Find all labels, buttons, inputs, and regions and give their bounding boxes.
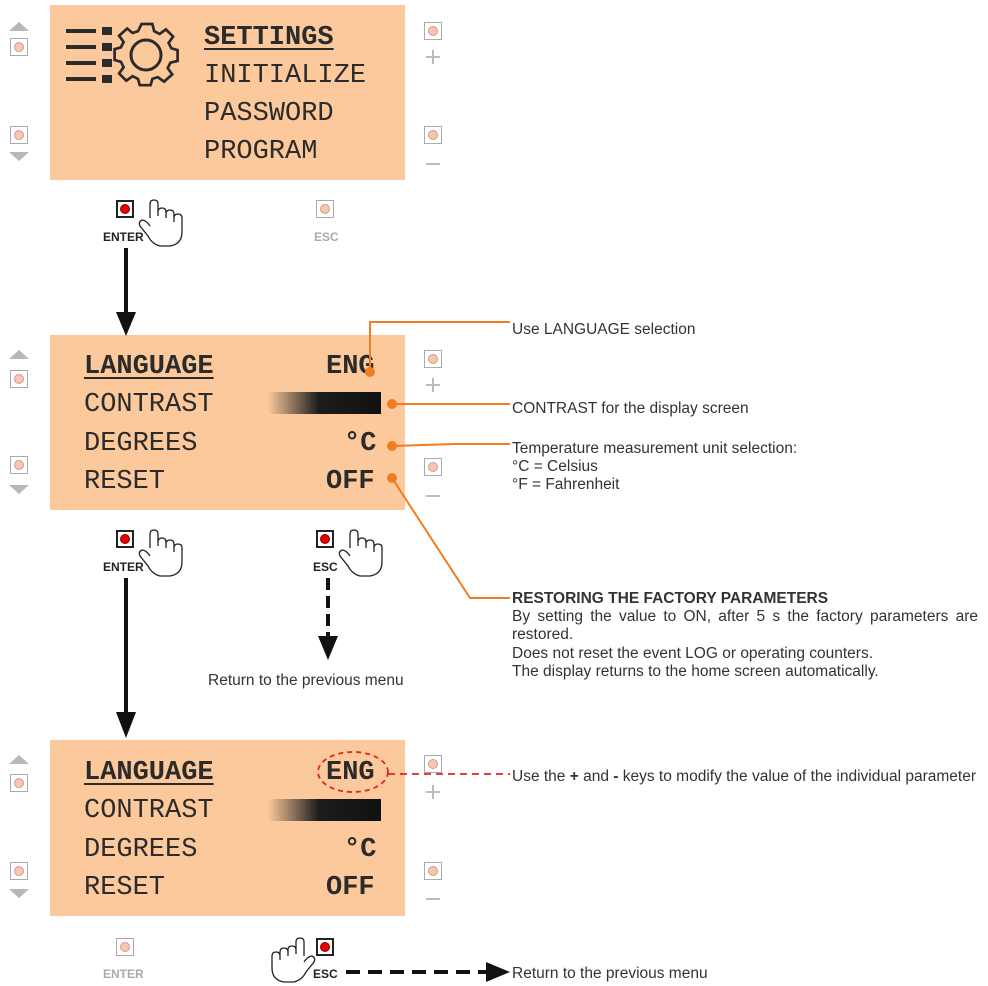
down-key[interactable] bbox=[10, 126, 28, 144]
note-modify-minus: - bbox=[613, 768, 619, 785]
esc-key-label: ESC bbox=[313, 560, 338, 574]
row-value-language: ENG bbox=[326, 758, 375, 788]
plus-key[interactable] bbox=[424, 755, 442, 773]
plus-icon bbox=[426, 785, 440, 799]
row-value-language: ENG bbox=[326, 352, 375, 382]
note-reset-body1: By setting the value to ON, after 5 s th… bbox=[512, 608, 978, 643]
minus-key[interactable] bbox=[424, 458, 442, 476]
hand-pointer-icon bbox=[138, 199, 183, 247]
enter-key-label: ENTER bbox=[103, 967, 144, 981]
minus-icon bbox=[426, 898, 440, 900]
minus-key[interactable] bbox=[424, 862, 442, 880]
callout-dot bbox=[387, 473, 397, 483]
hand-pointer-icon bbox=[271, 937, 316, 983]
enter-key-label: ENTER bbox=[103, 230, 144, 244]
callout-dot bbox=[365, 367, 375, 377]
note-return-previous: Return to the previous menu bbox=[208, 672, 404, 689]
plus-icon bbox=[426, 378, 440, 392]
flow-arrowhead bbox=[116, 712, 136, 738]
flow-arrowhead bbox=[318, 636, 338, 660]
enter-key[interactable] bbox=[116, 530, 134, 548]
note-contrast: CONTRAST for the display screen bbox=[512, 400, 749, 417]
contrast-bar bbox=[268, 799, 381, 821]
minus-key[interactable] bbox=[424, 126, 442, 144]
row-value-reset: OFF bbox=[326, 467, 375, 497]
menu-item-initialize[interactable]: INITIALIZE bbox=[204, 61, 367, 91]
row-label-degrees[interactable]: DEGREES bbox=[84, 429, 198, 459]
note-degrees-line2: °C = Celsius bbox=[512, 458, 598, 475]
up-key[interactable] bbox=[10, 370, 28, 388]
up-arrow-icon bbox=[9, 350, 29, 359]
lcd-screen-settings-edit: LANGUAGE ENG CONTRAST DEGREES °C RESET O… bbox=[50, 740, 405, 916]
note-degrees-line1: Temperature measurement unit selection: bbox=[512, 440, 798, 457]
row-label-contrast[interactable]: CONTRAST bbox=[84, 390, 214, 420]
note-reset-body2: Does not reset the event LOG or operatin… bbox=[512, 645, 874, 662]
esc-key-label: ESC bbox=[313, 967, 338, 981]
callout-line-reset bbox=[391, 477, 510, 599]
esc-key-label: ESC bbox=[314, 230, 339, 244]
note-modify-post: keys to modify the value of the individu… bbox=[618, 768, 977, 785]
note-reset-body3: The display returns to the home screen a… bbox=[512, 663, 879, 680]
up-arrow-icon bbox=[9, 22, 29, 31]
menu-list-icon bbox=[66, 27, 112, 83]
row-value-degrees: °C bbox=[344, 835, 377, 865]
menu-item-password[interactable]: PASSWORD bbox=[204, 99, 334, 129]
row-label-reset[interactable]: RESET bbox=[84, 467, 166, 497]
enter-key[interactable] bbox=[116, 938, 134, 956]
hand-pointer-icon bbox=[138, 529, 183, 577]
settings-gear-icon bbox=[113, 22, 179, 87]
flow-arrowhead bbox=[116, 312, 136, 336]
down-arrow-icon bbox=[9, 485, 29, 494]
esc-key[interactable] bbox=[316, 938, 334, 956]
contrast-bar bbox=[268, 392, 381, 414]
plus-key[interactable] bbox=[424, 350, 442, 368]
up-key[interactable] bbox=[10, 38, 28, 56]
note-modify-value: Use the + and - keys to modify the value… bbox=[512, 768, 978, 786]
up-key[interactable] bbox=[10, 774, 28, 792]
hand-pointer-icon bbox=[338, 529, 383, 577]
plus-key[interactable] bbox=[424, 22, 442, 40]
minus-icon bbox=[426, 163, 440, 165]
callout-dot bbox=[387, 399, 397, 409]
note-modify-mid: and bbox=[578, 768, 614, 785]
row-value-reset: OFF bbox=[326, 873, 375, 903]
down-arrow-icon bbox=[9, 889, 29, 898]
note-language: Use LANGUAGE selection bbox=[512, 321, 696, 338]
highlight-ellipse bbox=[317, 751, 389, 793]
down-key[interactable] bbox=[10, 456, 28, 474]
callout-line-degrees bbox=[391, 443, 510, 447]
callout-line-language bbox=[369, 321, 510, 370]
flow-arrowhead bbox=[486, 962, 510, 982]
down-key[interactable] bbox=[10, 862, 28, 880]
esc-key[interactable] bbox=[316, 200, 334, 218]
row-value-degrees: °C bbox=[344, 429, 377, 459]
note-modify-plus: + bbox=[569, 768, 579, 785]
menu-item-settings[interactable]: SETTINGS bbox=[204, 23, 334, 53]
plus-icon bbox=[426, 50, 440, 64]
esc-key[interactable] bbox=[316, 530, 334, 548]
enter-key[interactable] bbox=[116, 200, 134, 218]
note-reset-title: RESTORING THE FACTORY PARAMETERS bbox=[512, 590, 829, 607]
row-label-reset[interactable]: RESET bbox=[84, 873, 166, 903]
note-degrees-line3: °F = Fahrenheit bbox=[512, 476, 620, 493]
row-label-contrast[interactable]: CONTRAST bbox=[84, 796, 214, 826]
lcd-screen-main-menu: SETTINGS INITIALIZE PASSWORD PROGRAM bbox=[50, 5, 405, 180]
note-return-previous: Return to the previous menu bbox=[512, 965, 708, 982]
lcd-screen-settings: LANGUAGE ENG CONTRAST DEGREES °C RESET O… bbox=[50, 335, 405, 510]
row-label-degrees[interactable]: DEGREES bbox=[84, 835, 198, 865]
menu-item-program[interactable]: PROGRAM bbox=[204, 137, 318, 167]
callout-dot bbox=[387, 441, 397, 451]
row-label-language[interactable]: LANGUAGE bbox=[84, 758, 214, 788]
row-label-language[interactable]: LANGUAGE bbox=[84, 352, 214, 382]
down-arrow-icon bbox=[9, 152, 29, 161]
enter-key-label: ENTER bbox=[103, 560, 144, 574]
up-arrow-icon bbox=[9, 755, 29, 764]
minus-icon bbox=[426, 495, 440, 497]
note-modify-pre: Use the bbox=[512, 768, 570, 785]
